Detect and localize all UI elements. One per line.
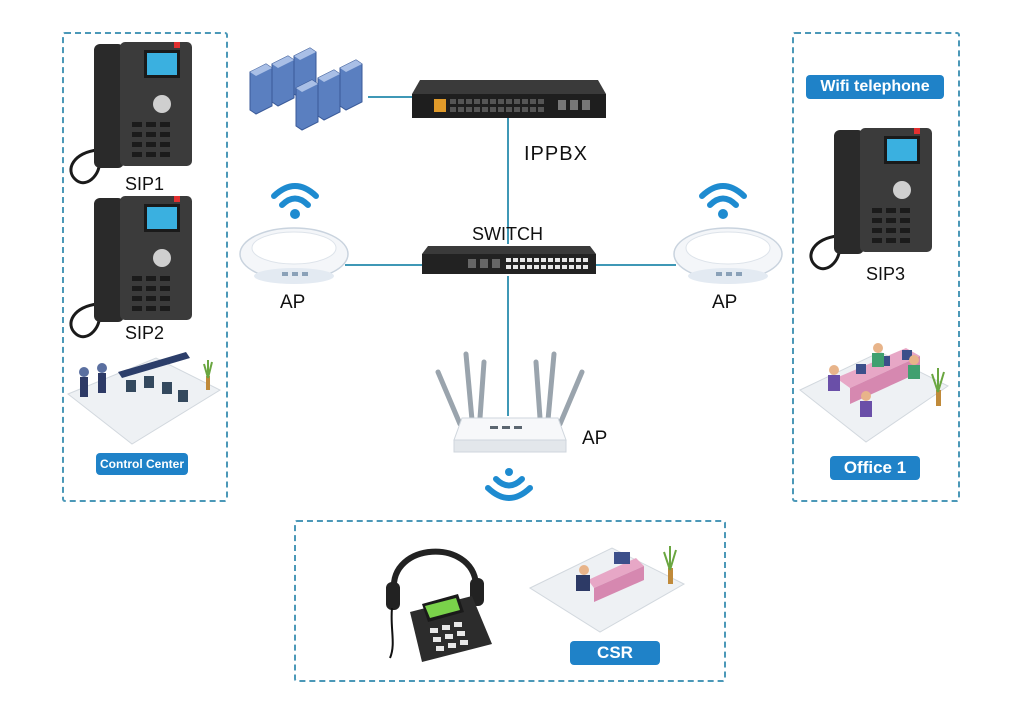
line-switch-router: [507, 276, 509, 416]
ap-left-label: AP: [280, 292, 306, 313]
sip1-label: SIP1: [125, 174, 165, 194]
control-center-badge: Control Center: [96, 453, 188, 475]
workstation-icon: [67, 352, 222, 445]
ip-phone-icon: [69, 196, 192, 338]
wifi-icon: [271, 183, 319, 219]
switch-label: SWITCH: [472, 224, 543, 244]
sip2-label: SIP2: [125, 323, 165, 343]
workstation-icon: [528, 546, 686, 633]
ap-right-label: AP: [712, 292, 738, 313]
wifi-icon: [699, 183, 747, 219]
ippbx-label: IPPBX: [524, 143, 588, 165]
network-switch-icon: [422, 246, 596, 274]
line-switch-ap-left: [345, 264, 423, 266]
csr-group: [294, 520, 726, 682]
csr-badge: CSR: [570, 641, 660, 665]
ip-phone-icon: [809, 128, 932, 270]
desk-phone-headset-icon: [386, 548, 492, 662]
line-switch-ap-right: [596, 264, 676, 266]
wifi-router-icon: [435, 351, 585, 453]
sip3-label: SIP3: [866, 264, 906, 284]
office-group: [792, 32, 960, 502]
line-servers-ippbx: [368, 96, 414, 98]
rack-switch-icon: [412, 80, 606, 118]
wifi-icon: [485, 468, 533, 501]
workstation-icon: [799, 343, 949, 443]
ip-phone-icon: [69, 42, 192, 184]
server-icon: [249, 47, 363, 131]
control-center-group: [62, 32, 228, 502]
ap-router-label: AP: [582, 428, 608, 449]
access-point-icon: [673, 227, 783, 284]
line-ippbx-switch: [507, 118, 509, 244]
office1-badge: Office 1: [830, 456, 920, 480]
wifi-telephone-badge: Wifi telephone: [806, 75, 944, 99]
access-point-icon: [239, 227, 349, 284]
